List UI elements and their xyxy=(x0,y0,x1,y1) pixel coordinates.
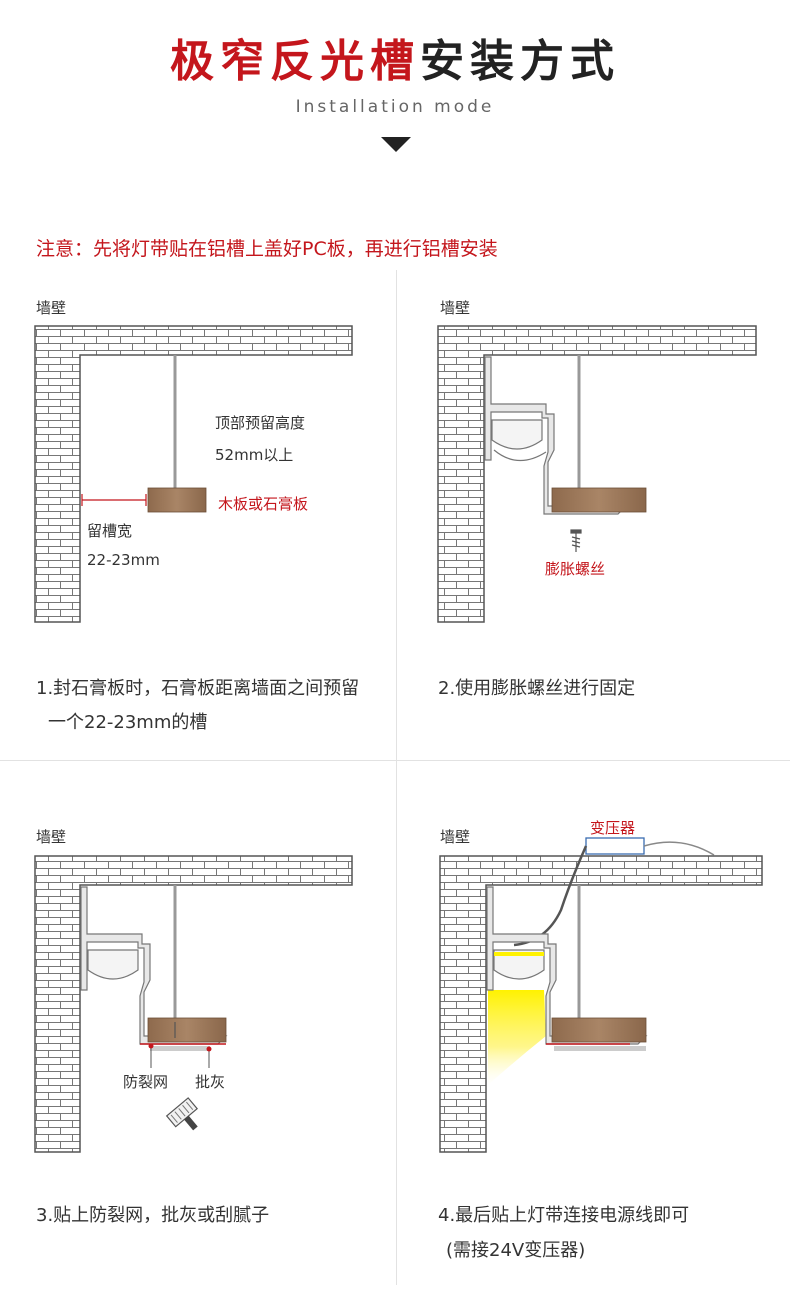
p4-wall-label: 墙壁 xyxy=(440,828,471,846)
horizontal-divider xyxy=(0,760,790,761)
p2-caption: 2.使用膨胀螺丝进行固定 xyxy=(438,678,636,699)
p3-putty-pointer xyxy=(206,1046,212,1068)
p2-brick-wall xyxy=(437,325,757,623)
p1-gap-dimension xyxy=(81,494,147,506)
p3-mesh-label: 防裂网 xyxy=(123,1073,169,1091)
p1-height-line2: 52mm以上 xyxy=(215,446,294,464)
p3-wood-board xyxy=(147,1017,227,1043)
p4-caption-line1: 4.最后贴上灯带连接电源线即可 xyxy=(438,1205,690,1226)
down-triangle-icon xyxy=(381,137,411,152)
p2-diagram xyxy=(437,325,757,623)
p4-led-glow xyxy=(488,990,546,1085)
p1-board-label: 木板或石膏板 xyxy=(218,495,309,513)
p4-brick-wall xyxy=(439,855,763,1153)
p4-mains-cable xyxy=(643,841,715,856)
p3-brick-wall xyxy=(34,855,353,1153)
p3-putty-label: 批灰 xyxy=(195,1073,226,1091)
title-dark-part: 安装方式 xyxy=(420,36,620,87)
p2-screw-icon xyxy=(570,529,582,552)
p1-diagram xyxy=(34,325,353,623)
install-note: 注意：先将灯带贴在铝槽上盖好PC板，再进行铝槽安装 xyxy=(36,238,498,260)
p1-wall-label: 墙壁 xyxy=(36,299,67,317)
p3-diagram xyxy=(34,855,353,1153)
p2-wood-board xyxy=(551,487,647,513)
p3-putty-knife-icon xyxy=(165,1097,198,1131)
p4-led-strip xyxy=(494,952,544,956)
p1-gap-line1: 留槽宽 xyxy=(87,522,133,540)
p4-diagram xyxy=(439,837,763,1153)
p3-putty-layer xyxy=(150,1046,210,1051)
p4-putty-layer xyxy=(554,1046,646,1051)
p4-transformer-label: 变压器 xyxy=(590,819,636,837)
p1-height-line1: 顶部预留高度 xyxy=(215,414,306,432)
p3-mesh-pointer xyxy=(148,1043,154,1068)
p3-caption: 3.贴上防裂网，批灰或刮腻子 xyxy=(36,1205,270,1226)
page-subtitle: Installation mode xyxy=(295,97,495,117)
p4-wood-board xyxy=(551,1017,647,1043)
p4-transformer-box xyxy=(585,837,645,855)
title-red-part: 极窄反光槽 xyxy=(170,36,420,87)
p1-brick-wall xyxy=(34,325,353,623)
vertical-divider xyxy=(396,270,397,1285)
p4-caption-line2: (需接24V变压器) xyxy=(446,1240,586,1261)
p1-caption-line2: 一个22-23mm的槽 xyxy=(48,712,208,733)
p2-screw-label: 膨胀螺丝 xyxy=(545,560,606,578)
p1-wood-board xyxy=(147,487,207,513)
p2-wall-label: 墙壁 xyxy=(440,299,471,317)
p1-caption-line1: 1.封石膏板时，石膏板距离墙面之间预留 xyxy=(36,678,360,699)
p2-aluminum-channel xyxy=(484,356,628,515)
page-title: 极窄反光槽安装方式 xyxy=(0,32,790,92)
p3-wall-label: 墙壁 xyxy=(36,828,67,846)
p1-gap-line2: 22-23mm xyxy=(87,551,160,569)
p4-aluminum-channel xyxy=(486,886,648,1045)
